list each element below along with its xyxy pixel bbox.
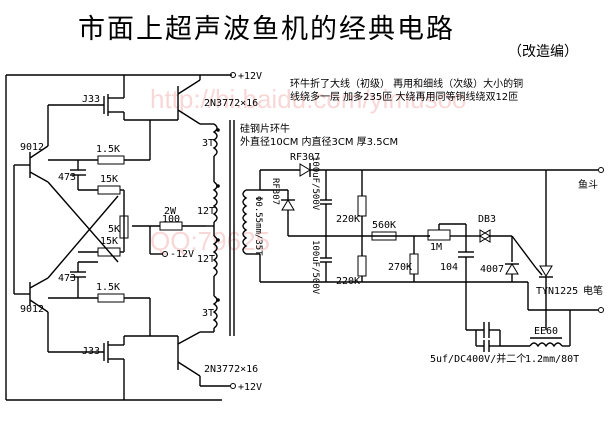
out-fish-terminal [598, 167, 604, 173]
vcc-bottom-terminal [230, 383, 236, 389]
label-out-pen: 电笔 [583, 284, 603, 297]
vcc-top-terminal [230, 72, 236, 78]
label-j33-top: J33 [82, 94, 100, 105]
resistor-15k-top [97, 185, 121, 195]
label-rf307-a: RF307 [290, 152, 320, 163]
label-270k: 270K [388, 262, 412, 273]
label-c104: 104 [440, 262, 458, 273]
vcc-top-label: +12V [238, 71, 262, 82]
diode-rf307-b [281, 199, 295, 211]
neg12-terminal [162, 251, 168, 257]
mosfet-j33-bottom [78, 335, 150, 400]
label-cap-bank: 5uf/DC400V/并二个 [430, 352, 526, 365]
label-r1k5-bottom: 1.5K [96, 282, 120, 293]
resistor-220k-b [357, 255, 367, 277]
vcc-bottom-label: +12V [238, 382, 262, 393]
note-line-1: 环牛折了大线（初级） 再用和细线（次级）大小的铜 [290, 77, 523, 90]
transistor-9012-top [14, 145, 49, 183]
label-scr: TYN1225 [536, 286, 578, 297]
label-rf307-b: RF307 [270, 178, 280, 205]
resistor-1k5-top [97, 155, 125, 165]
scr-tyn1225 [539, 265, 553, 277]
pot-5k [119, 215, 129, 239]
label-560k: 560K [372, 220, 396, 231]
transistor-2n3772-top [150, 75, 214, 125]
pot-1m [427, 229, 451, 241]
label-q-top: 2N3772×16 [204, 98, 258, 109]
label-c473-top: 473 [58, 172, 76, 183]
page-subtitle: （改造编） [508, 44, 578, 60]
label-220k-b: 220K [336, 276, 360, 287]
watermark-url: http://hi.baidu.com/yimusoo [150, 84, 467, 114]
coil-12t-bottom [212, 235, 218, 277]
label-pot5k: 5K [108, 224, 120, 235]
label-core: 硅钢片环牛 [240, 122, 290, 135]
label-ee60: EE60 [534, 326, 558, 337]
resistor-560k [371, 231, 397, 241]
transistor-2n3772-bottom [150, 331, 230, 387]
label-100: 100 [162, 214, 180, 225]
oscillator-section: +12V +12V 9012 9012 1.5K [5, 71, 262, 401]
label-3t-top: 3T [202, 138, 214, 149]
label-100uf-b: 100uF/500V [310, 240, 320, 295]
label-neg12: -12V [170, 249, 194, 260]
diode-rf307-a [299, 163, 311, 177]
inductor-ee60 [529, 342, 563, 348]
label-pot1m: 1M [430, 242, 442, 253]
diode-4007 [505, 263, 519, 275]
coil-secondary [242, 189, 248, 255]
note-line-2: 线绕多一层 加多235匝 大绕再用同等铜线绕双12匝 [290, 90, 518, 103]
coil-12t-top [212, 181, 218, 223]
label-coil: 1.2mm/80T [525, 354, 579, 365]
coil-3t-top [212, 123, 218, 157]
label-q-bottom: 2N3772×16 [204, 364, 258, 375]
coil-3t-bottom [212, 295, 218, 329]
diac-db3 [479, 229, 491, 243]
label-r15k-top: 15K [100, 174, 118, 185]
watermark-qq: QQ:79625 [150, 226, 270, 256]
transistor-9012-bottom [14, 277, 49, 313]
out-pen-terminal [598, 307, 604, 313]
label-2w: 2W [164, 206, 177, 217]
label-r15k-bottom: 15K [100, 236, 118, 247]
label-9012-bottom: 9012 [20, 304, 44, 315]
label-r1k5-top: 1.5K [96, 144, 120, 155]
label-out-fish: 鱼斗 [578, 178, 598, 191]
label-secondary: Φ0.55mm/35T [253, 196, 263, 256]
label-12t-bottom: 12T [197, 254, 215, 265]
label-12t-top: 12T [197, 206, 215, 217]
label-c473-bottom: 473 [58, 273, 76, 284]
label-j33-bottom: J33 [82, 346, 100, 357]
label-9012-top: 9012 [20, 142, 44, 153]
page-title: 市面上超声波鱼机的经典电路 [78, 14, 455, 45]
hv-section: RF307 鱼斗 RF307 100uF/500V 100uF/500V 220… [246, 152, 604, 365]
label-100uf-a: 100uF/500V [310, 156, 320, 211]
resistor-220k-a [357, 195, 367, 217]
label-core-dims: 外直径10CM 内直径3CM 厚3.5CM [240, 135, 398, 148]
label-220k-a: 220K [336, 214, 360, 225]
label-4007: 4007 [480, 264, 504, 275]
transformer: 3T 12T 12T 3T Φ0.55mm/35T [197, 120, 263, 336]
label-db3: DB3 [478, 214, 496, 225]
mosfet-j33-top [78, 75, 150, 121]
label-3t-bottom: 3T [202, 308, 214, 319]
resistor-1k5-bottom [97, 293, 125, 303]
